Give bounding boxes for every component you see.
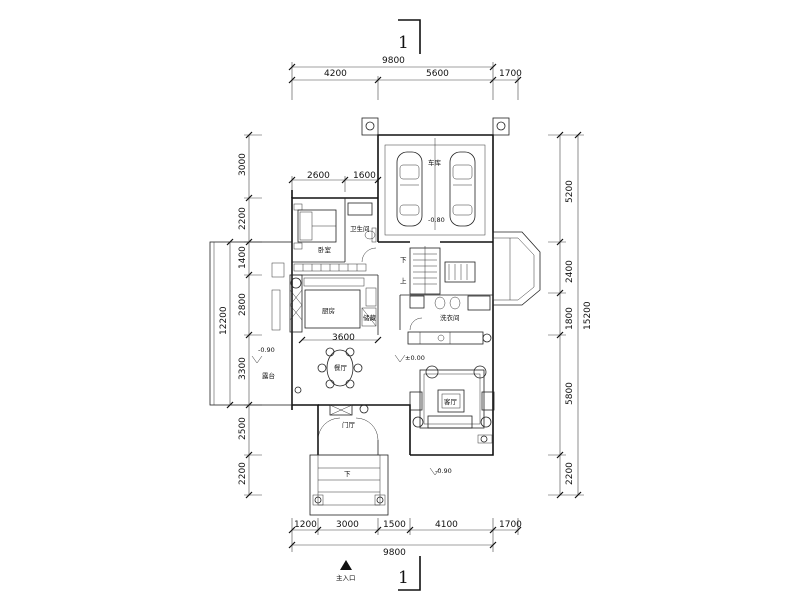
- room-label-living: 客厅: [444, 397, 458, 406]
- garage: 车库 -0.80: [384, 138, 486, 236]
- room-label-terrace: 露台: [262, 371, 275, 380]
- main-entrance-marker: 主入口: [336, 560, 356, 582]
- room-label-dining: 餐厅: [334, 363, 348, 372]
- inner-dimension: 3600: [298, 333, 382, 344]
- dim-top-seg-1: 4200: [324, 69, 347, 79]
- level-terrace: -0.90: [258, 346, 275, 354]
- dim-inner-3600: 3600: [332, 333, 355, 343]
- dim-right-seg-2: 2400: [565, 260, 575, 283]
- level-garage: -0.80: [428, 216, 445, 224]
- dim-left-seg-1: 3000: [238, 153, 248, 176]
- dining: 餐厅: [294, 347, 363, 394]
- room-label-bedroom: 卧室: [318, 245, 332, 254]
- sofa-set-icon: [409, 365, 495, 429]
- room-label-porch: 门厅: [342, 420, 356, 429]
- dim-left-seg-2: 2200: [238, 207, 248, 230]
- bottom-dimension-string: 1200 3000 1500 4100 1700 9800: [288, 518, 522, 558]
- section-mark-top-label: 1: [398, 33, 409, 53]
- stair-label-front: 下: [344, 470, 351, 478]
- dim-left-seg-7: 2200: [238, 462, 248, 485]
- room-label-laundry: 洗衣间: [440, 313, 460, 322]
- dim-bottom-seg-2: 3000: [336, 520, 359, 530]
- level-outside: -0.90: [435, 467, 452, 475]
- dim-right-seg-1: 5200: [565, 180, 575, 203]
- dim-right-seg-3: 1800: [565, 307, 575, 330]
- kitchen: 厨房 储藏: [289, 274, 379, 335]
- dim-left-seg-3: 1400: [238, 246, 248, 269]
- section-mark-bottom: 1: [398, 556, 421, 591]
- stair-label-down: 下: [400, 256, 407, 264]
- porch: 门厅 下: [309, 404, 389, 516]
- dining-table-icon: [317, 347, 363, 389]
- dim-bottom-seg-3: 1500: [383, 520, 406, 530]
- car-icon: [449, 151, 476, 227]
- dim-bottom-overall: 9800: [383, 548, 406, 558]
- bedroom: 卧室: [292, 198, 367, 272]
- dim-left-seg-6: 2500: [238, 417, 248, 440]
- stair-label-up: 上: [400, 276, 407, 285]
- room-label-garage: 车库: [428, 158, 442, 167]
- bathroom: 卫生间: [347, 202, 377, 263]
- dim-top-seg-3: 1700: [499, 69, 522, 79]
- dim-inner-1600: 1600: [353, 171, 376, 181]
- dim-right-seg-5: 2200: [565, 462, 575, 485]
- dim-bottom-seg-4: 4100: [435, 520, 458, 530]
- car-icon: [396, 151, 423, 227]
- exterior-walls: [291, 117, 541, 456]
- dim-left-span: 12200: [219, 306, 229, 335]
- dim-left-seg-4: 2800: [238, 293, 248, 316]
- bed-icon: [293, 203, 337, 250]
- dim-top-overall: 9800: [382, 56, 405, 66]
- entrance-label: 主入口: [336, 573, 356, 582]
- right-dimension-string: 5200 2400 1800 5800 2200 15200: [548, 131, 593, 499]
- section-mark-bottom-label: 1: [398, 568, 409, 588]
- dim-right-seg-4: 5800: [565, 382, 575, 405]
- room-label-bathroom: 卫生间: [350, 224, 370, 233]
- living-room: ±0.00 客厅 -0.90: [394, 354, 495, 476]
- entrance-arrow-icon: [340, 560, 352, 570]
- left-dimension-string: 3000 2200 1400 2800 3300 2500 2200 12200: [219, 131, 262, 499]
- terrace: -0.90 露台: [209, 241, 293, 406]
- dim-bottom-seg-1: 1200: [294, 520, 317, 530]
- stair: 下 上: [400, 246, 476, 295]
- laundry: 洗衣间: [399, 294, 493, 345]
- dim-left-seg-5: 3300: [238, 357, 248, 380]
- dim-bottom-seg-5: 1700: [499, 520, 522, 530]
- section-mark-top: 1: [398, 19, 421, 54]
- room-label-storage: 储藏: [363, 313, 377, 322]
- dim-right-overall: 15200: [583, 301, 593, 330]
- dim-inner-2600: 2600: [307, 171, 330, 181]
- dim-top-seg-2: 5600: [426, 69, 449, 79]
- room-label-kitchen: 厨房: [322, 306, 335, 315]
- level-main: ±0.00: [405, 354, 425, 362]
- top-dimension-string: 9800 4200 5600 1700 2600 1600: [288, 56, 522, 192]
